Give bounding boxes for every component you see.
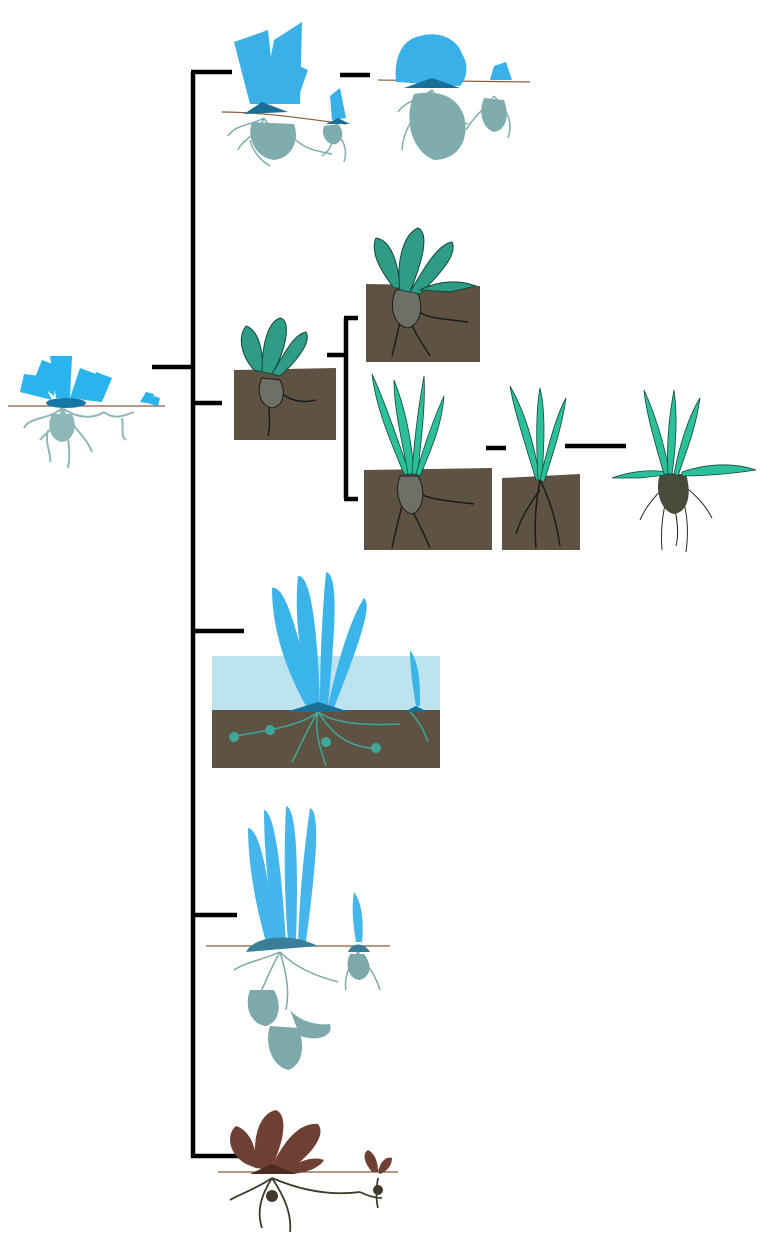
tubers (229, 725, 381, 753)
root-system (515, 479, 561, 549)
lineage-a-early (221, 22, 350, 167)
soil-block (364, 468, 492, 550)
rosette-base (404, 78, 460, 88)
leaf-cluster (371, 373, 445, 477)
root-system (639, 477, 713, 553)
rosette-base-small (404, 706, 428, 712)
lineage-b-grasslike (364, 373, 492, 550)
leaf-cluster (248, 806, 363, 942)
tuber-chain (247, 954, 370, 1070)
lineage-a-derived (377, 34, 531, 160)
leaf-cluster (240, 317, 308, 377)
leaf-cluster (20, 356, 160, 406)
secondary-tuber (481, 98, 507, 132)
bulb-cluster (657, 474, 689, 514)
lineage-b-free-grass (611, 389, 757, 553)
root-system (229, 1177, 383, 1233)
leaf-cluster (234, 22, 346, 120)
lineage-b-grass-in-soil (502, 385, 580, 550)
soil-block (234, 368, 336, 440)
secondary-tuber (322, 124, 343, 145)
tuber (397, 475, 424, 515)
tuber (258, 377, 284, 409)
tuber (392, 289, 422, 329)
leaf-cluster (272, 572, 420, 708)
tubers (266, 1185, 383, 1202)
leaf-cluster (230, 1110, 392, 1174)
soil-block (502, 474, 580, 550)
rosette-base-small (326, 118, 350, 124)
tuber (49, 414, 75, 442)
ancestor-plant (8, 356, 165, 469)
rosette-base (244, 102, 288, 114)
leaf-cluster (509, 385, 567, 483)
tuber (250, 122, 296, 160)
rosette-base (246, 937, 318, 952)
leaf-cluster (611, 389, 757, 479)
lineage-b-broadleaf (366, 227, 480, 362)
root-system (235, 711, 429, 767)
ground-line (221, 111, 347, 125)
lineage-e-brown (218, 1110, 398, 1233)
lineage-c-aquatic (212, 572, 440, 768)
tuber (409, 92, 466, 160)
soil-block (366, 284, 480, 362)
root-system (23, 407, 135, 469)
lineage-b-base (234, 317, 336, 440)
rosette-base (250, 1164, 296, 1174)
lineage-d-tall-leaves (206, 806, 390, 1070)
rosette-base-small (348, 944, 370, 952)
rosette-base (46, 398, 86, 408)
leaf-cluster (373, 227, 478, 295)
rosette-base (286, 702, 350, 712)
leaf-cluster (395, 34, 512, 86)
root-system (233, 951, 381, 1011)
tree-branches (152, 69, 626, 1159)
